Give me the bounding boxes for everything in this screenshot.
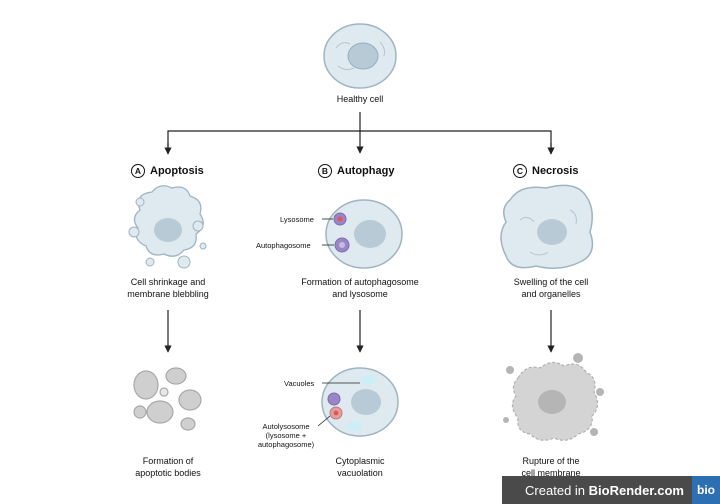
footer-text: Created in BioRender.com [525,482,684,498]
title-necrosis: Necrosis [532,165,579,177]
necrosis-stage1-label: Swelling of the cell and organelles [513,277,589,299]
biorender-logo: bio [692,476,720,504]
title-autophagy: Autophagy [337,165,395,177]
healthy-cell-label: Healthy cell [336,94,384,104]
heading-necrosis: C Necrosis [513,164,578,178]
swollen-cell [500,184,594,269]
heading-apoptosis: A Apoptosis [131,164,204,178]
apoptotic-bodies [133,367,202,431]
badge-a: A [131,164,145,178]
apoptosis-stage2-label: Formation of apoptotic bodies [135,456,201,478]
title-apoptosis: Apoptosis [150,165,204,177]
branch-connector [164,112,555,155]
vacuoles-callout: Vacuoles [284,379,315,388]
autophagy-stage2-label: Cytoplasmic vacuolation [335,456,385,478]
biorender-footer: Created in BioRender.com bio [502,476,720,504]
lysosome-callout: Lysosome [280,215,314,224]
vacuolated-cell [317,367,399,437]
autophagosome-callout: Autophagosome [256,241,311,250]
badge-b: B [318,164,332,178]
necrosis-stage2-label: Rupture of the cell membrane [521,456,581,478]
apoptotic-cell [128,185,207,269]
autophagy-cell [322,199,403,269]
ruptured-cell [503,353,604,441]
apoptosis-stage1-label: Cell shrinkage and membrane blebbling [127,277,209,299]
heading-autophagy: B Autophagy [318,164,394,178]
stage-arrows [164,310,555,353]
healthy-cell [323,23,397,89]
autophagy-stage1-label: Formation of autophagosome and lysosome [301,277,419,299]
autolysosome-callout: Autolysosome (lysosome + autophagosome) [257,422,315,449]
badge-c: C [513,164,527,178]
